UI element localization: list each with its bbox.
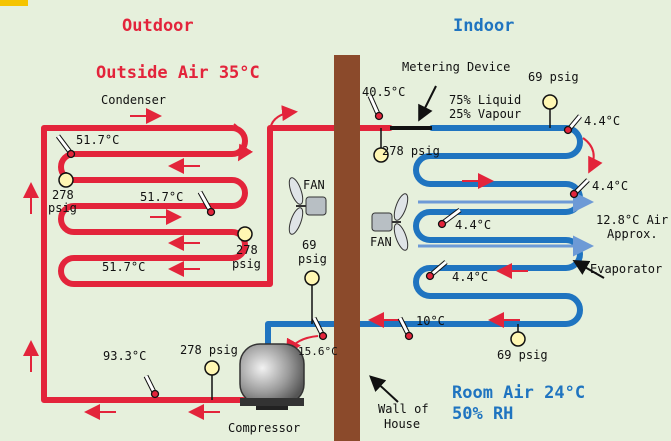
outdoor-heading: Outdoor xyxy=(122,16,194,36)
pressure-discharge: 278 psig xyxy=(180,343,238,357)
indoor-heading: Indoor xyxy=(453,16,514,36)
pressure-meter: 278 psig xyxy=(382,144,440,158)
gauge-icon xyxy=(58,172,74,188)
compressor-icon xyxy=(239,343,305,410)
thermometer-icon xyxy=(397,316,414,341)
wall-label-line2: House xyxy=(384,417,420,431)
temp-cond-mid: 51.7°C xyxy=(140,190,183,204)
indoor-fan-label: FAN xyxy=(370,235,392,249)
outdoor-fan-icon xyxy=(288,177,327,235)
gauge-icon xyxy=(510,331,526,347)
thermometer-icon xyxy=(563,114,582,135)
outdoor-fan-label: FAN xyxy=(303,178,325,192)
temp-cond-bot: 51.7°C xyxy=(102,260,145,274)
gauge-icon xyxy=(204,360,220,376)
temp-discharge: 93.3°C xyxy=(103,349,146,363)
temp-evap-c: 4.4°C xyxy=(455,218,491,232)
evaporator-label: Evaporator xyxy=(590,262,662,276)
room-air-label: Room Air 24°C xyxy=(452,383,585,403)
temp-evap-b: 4.4°C xyxy=(592,179,628,193)
thermometer-icon xyxy=(197,190,216,217)
temp-suction-wall: 15.6°C xyxy=(298,345,338,358)
thermometer-icon xyxy=(437,208,462,229)
gauge-icon xyxy=(542,94,558,110)
refrigerant-vapour-label: 25% Vapour xyxy=(449,107,521,121)
pressure-gauges xyxy=(58,94,558,400)
pressure-cond-left-value: 278 xyxy=(52,188,74,202)
refrigerant-liquid-label: 75% Liquid xyxy=(449,93,521,107)
condenser-label: Condenser xyxy=(101,93,166,107)
temp-evap-a: 4.4°C xyxy=(584,114,620,128)
compressor-label: Compressor xyxy=(228,421,300,435)
metering-device-label: Metering Device xyxy=(402,60,510,74)
temp-meter-in: 40.5°C xyxy=(362,85,405,99)
thermometer-icon xyxy=(569,178,590,199)
air-out-temp: 12.8°C Air xyxy=(596,213,668,227)
gauge-icon xyxy=(373,147,389,163)
thermometer-icon xyxy=(311,316,328,341)
thermometer-icon xyxy=(143,374,160,399)
pointer-arrows xyxy=(369,85,605,403)
house-wall xyxy=(334,55,360,441)
temp-cond-top: 51.7°C xyxy=(76,133,119,147)
cooled-air-arrows xyxy=(418,191,594,257)
pressure-evap-top: 69 psig xyxy=(528,70,579,84)
pressure-evap-bottom: 69 psig xyxy=(497,348,548,362)
wall-label-line1: Wall of xyxy=(378,402,429,416)
condenser-coil xyxy=(41,125,393,403)
pressure-suction-outdoor-value: 69 xyxy=(302,238,316,252)
temp-evap-exit: 10°C xyxy=(416,314,445,328)
pressure-cond-left-unit: psig xyxy=(48,201,77,215)
room-humidity-label: 50% RH xyxy=(452,404,513,424)
air-out-approx: Approx. xyxy=(607,227,658,241)
pressure-cond-right-value: 278 xyxy=(236,243,258,257)
thermometer-icon xyxy=(425,260,448,281)
evaporator-coil xyxy=(265,125,583,353)
temp-evap-d: 4.4°C xyxy=(452,270,488,284)
thermometer-icon xyxy=(56,134,76,159)
corner-tab xyxy=(0,0,28,6)
gauge-icon xyxy=(304,270,320,286)
refrigerant-flow-arrows xyxy=(23,105,603,420)
indoor-fan-icon xyxy=(371,193,409,251)
thermometers xyxy=(56,94,590,399)
outside-air-label: Outside Air 35°C xyxy=(96,63,260,83)
thermometer-icon xyxy=(367,94,384,121)
pressure-suction-outdoor-unit: psig xyxy=(298,252,327,266)
pressure-cond-right-unit: psig xyxy=(232,257,261,271)
gauge-icon xyxy=(237,226,253,242)
